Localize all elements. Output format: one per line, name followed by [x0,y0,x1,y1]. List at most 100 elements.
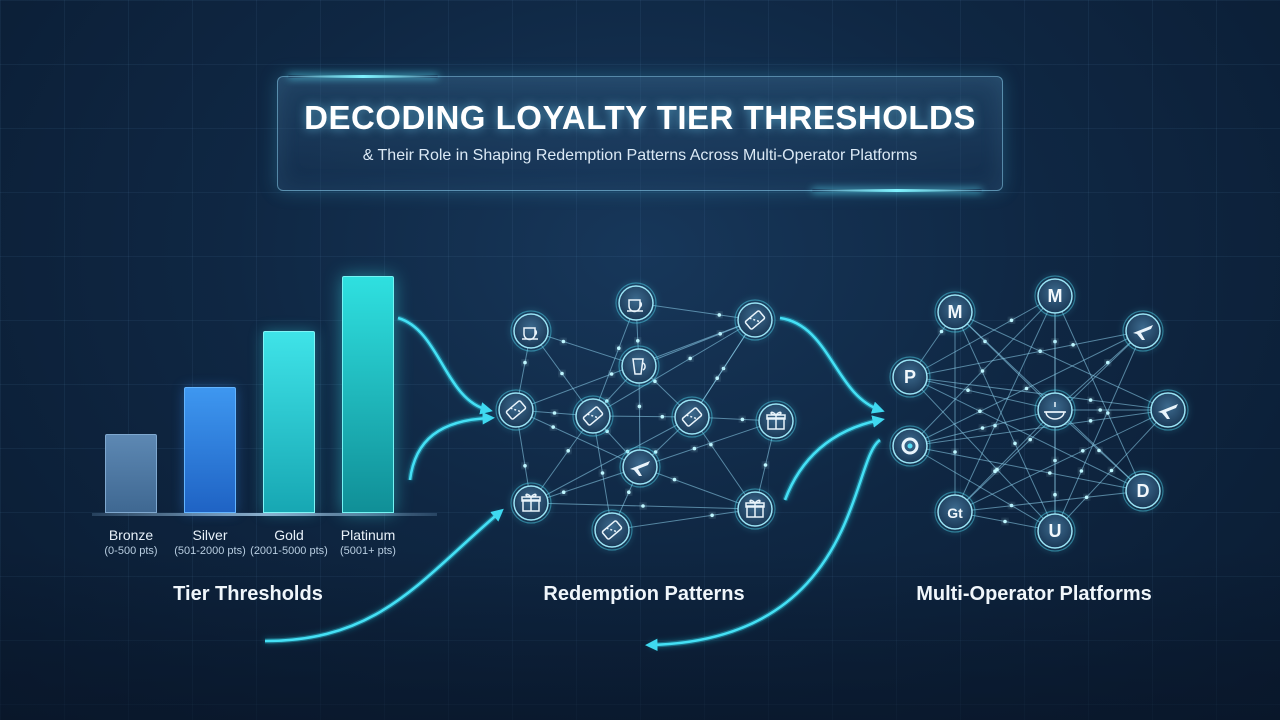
platform-edge-spark [1071,343,1075,347]
logo-m-icon-glyph: M [948,302,963,322]
logo-gt-icon: Gt [934,491,976,533]
redemption-edge [592,319,756,417]
drink-icon [618,345,660,387]
platform-node [1125,473,1161,509]
redemption-edge-spark [740,417,745,422]
platform-edge-spark [1079,469,1084,473]
redemption-edge-spark [715,376,719,381]
ticket-icon [572,395,614,437]
redemption-edge [530,415,594,504]
platform-edge [909,409,1169,447]
redemption-node-halo [510,482,552,524]
redemption-node-halo [755,400,797,442]
redemption-node-halo [591,509,633,551]
platform-edge [954,311,1056,532]
platform-edge [909,445,1056,532]
platform-node-halo [934,491,976,533]
arrow-platforms-back-glow [649,437,882,648]
redemption-node-halo [619,446,661,488]
platform-edge-spark [953,450,957,454]
tier-range-silver: (501-2000 pts) [174,545,246,557]
redemption-edge-spark [717,313,722,317]
redemption-edge-spark [561,339,566,344]
platform-edge-spark [995,467,999,472]
redemption-edge [530,330,640,367]
redemption-edge-spark [523,464,527,468]
logo-p-icon-glyph: P [904,367,916,387]
plane-icon [1147,389,1189,431]
bar-silver [184,386,236,513]
page-subtitle: & Their Role in Shaping Redemption Patte… [362,147,918,164]
coffee-icon [510,310,552,352]
background-floor [0,550,1280,720]
redemption-node-halo [495,389,537,431]
tier-range-platinum: (5001+ pts) [340,545,396,557]
tier-range-bronze: (0-500 pts) [104,545,158,557]
ticket-icon [734,299,776,341]
platform-edge [909,445,1144,492]
platform-edge-spark [1028,437,1032,442]
ring-icon [889,425,931,467]
redemption-node-halo [615,282,657,324]
platform-node [892,359,928,395]
redemption-edge-spark [660,414,665,419]
redemption-node-halo [572,395,614,437]
bar-platinum [342,276,394,513]
arrow-platforms-back [645,438,881,652]
tier-label-silver: Silver [192,527,228,543]
plane-icon [619,446,661,488]
redemption-node-halo [734,299,776,341]
platform-edge [909,295,1056,378]
arrow-redemption-to-platforms-glow [779,315,881,413]
platform-edge [954,409,1056,513]
platform-edge-spark [983,339,987,344]
platform-edge [909,376,1144,492]
redemption-edge [530,466,641,504]
arrow-redemption-to-platforms-2 [783,415,885,501]
logo-d-icon: D [1122,470,1164,512]
platform-node [1037,278,1073,314]
redemption-edge-spark [617,346,621,351]
redemption-edge-spark [672,477,677,482]
tier-label-platinum: Platinum [340,527,396,543]
platform-edge-spark [939,329,944,334]
platform-edge [909,330,1144,378]
platform-node [937,494,973,530]
platform-edge [909,376,1169,411]
redemption-edge-spark [551,425,555,429]
logo-m-icon: M [1034,275,1076,317]
platform-edge [909,376,1056,411]
bar-gold [263,331,315,513]
platform-edge-spark [1084,495,1089,500]
redemption-edge-spark [763,463,768,467]
platform-edge-spark [1097,448,1101,453]
bar-bronze [105,434,157,513]
redemption-edge-spark [692,446,697,451]
platform-node [937,294,973,330]
redemption-edge-spark [609,372,614,376]
platform-node-halo [1034,275,1076,317]
tier-range-gold: (2001-5000 pts) [250,545,328,557]
platform-node-halo [889,425,931,467]
platform-edge-spark [1003,519,1007,524]
platform-edge-spark [980,369,985,373]
platform-edge-spark [1109,468,1114,473]
redemption-node-halo [734,488,776,530]
platform-node-halo [1034,389,1076,431]
arrow-redemption-to-platforms [779,316,885,414]
platform-edge [954,311,1169,411]
redemption-edge [691,319,756,418]
platform-edge-spark [966,388,970,393]
gift-icon [510,482,552,524]
platform-edge-spark [1098,408,1102,412]
tier-label-bronze: Bronze [108,527,154,543]
logo-u-icon-glyph: U [1049,521,1062,541]
redemption-edge-spark [653,379,657,384]
redemption-node [513,313,549,349]
platform-edge [909,376,1056,532]
redemption-edge-spark [566,449,570,453]
platform-edge-spark [978,409,982,414]
ticket-icon [591,509,633,551]
platform-node [1037,513,1073,549]
